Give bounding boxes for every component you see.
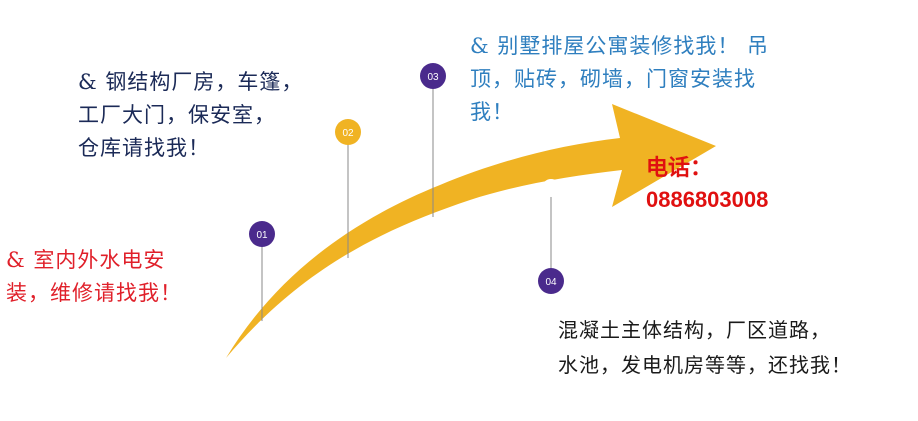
marker-03: 03	[420, 63, 446, 89]
svg-text:03: 03	[427, 72, 439, 83]
svg-text:04: 04	[545, 277, 557, 288]
text-line: & 钢结构厂房，车篷，	[78, 70, 304, 94]
service-text-renovation: & 别墅排屋公寓装修找我！ 吊 顶，贴砖，砌墙，门窗安装找 我！	[470, 30, 769, 129]
text-line: 装，维修请找我！	[6, 281, 182, 305]
marker-02: 02	[335, 119, 361, 145]
marker-04: 04	[538, 268, 564, 294]
text-line: 我！	[470, 100, 514, 124]
service-text-plumbing-electrical: & 室内外水电安 装，维修请找我！	[6, 244, 182, 310]
arrow-dot-04	[542, 179, 560, 197]
arrow-shape	[226, 104, 716, 358]
phone-label: 电话：	[646, 155, 713, 180]
text-line: & 别墅排屋公寓装修找我！ 吊	[470, 34, 770, 58]
text-line: 混凝土主体结构，厂区道路，	[558, 318, 831, 342]
phone-number[interactable]: 0886803008	[646, 187, 769, 212]
phone-contact: 电话： 0886803008	[646, 152, 768, 216]
service-text-steel-structures: & 钢结构厂房，车篷， 工厂大门，保安室， 仓库请找我！	[78, 66, 303, 165]
arrow-dot-01	[258, 321, 266, 329]
svg-text:02: 02	[342, 128, 354, 139]
arrow-dot-03	[426, 217, 440, 231]
text-line: 水池，发电机房等等，还找我！	[558, 353, 852, 377]
text-line: 仓库请找我！	[78, 136, 210, 160]
svg-text:01: 01	[256, 230, 268, 241]
marker-01: 01	[249, 221, 275, 247]
service-text-concrete-roads: 混凝土主体结构，厂区道路， 水池，发电机房等等，还找我！	[558, 313, 852, 383]
text-line: 顶，贴砖，砌墙，门窗安装找	[470, 67, 756, 91]
text-line: 工厂大门，保安室，	[78, 103, 276, 127]
text-line: & 室内外水电安	[6, 248, 166, 272]
arrow-dot-02	[342, 258, 354, 270]
